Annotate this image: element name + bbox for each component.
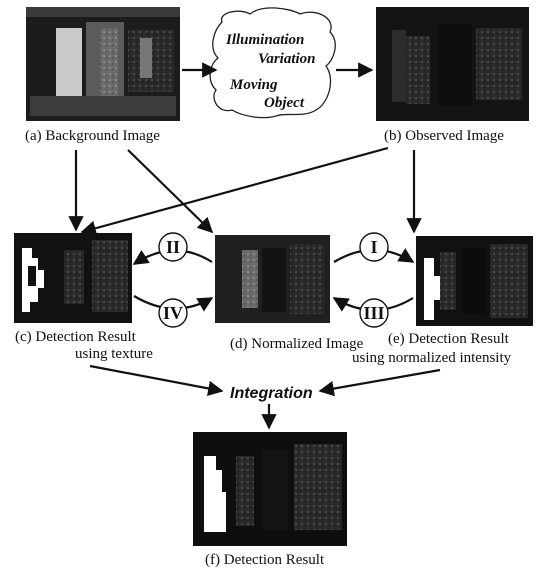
cloud-text-illumination: Illumination (225, 32, 304, 48)
illumination-cloud: Illumination Variation Moving Object (209, 7, 336, 119)
normalized-image-caption: (d) Normalized Image (230, 336, 364, 352)
svg-text:IV: IV (163, 303, 183, 323)
svg-text:I: I (370, 237, 377, 257)
cloud-text-variation: Variation (258, 51, 316, 67)
background-image-panel (26, 7, 180, 121)
intensity-detection-panel (416, 236, 533, 326)
observed-image-panel (376, 7, 529, 121)
normalized-image-panel (215, 235, 330, 323)
background-image-caption: (a) Background Image (25, 128, 160, 144)
final-detection-panel (193, 432, 347, 546)
arrow-intensity-to-integration (318, 368, 441, 397)
texture-detection-panel (14, 233, 132, 323)
step-marker-four: IV (158, 298, 188, 328)
svg-text:II: II (166, 237, 180, 257)
arrow-texture-to-integration (89, 364, 224, 396)
intensity-detection-caption-1: (e) Detection Result (388, 331, 510, 347)
final-detection-caption: (f) Detection Result (205, 552, 325, 568)
step-marker-three: III (359, 298, 389, 328)
texture-detection-caption-2: using texture (75, 346, 153, 362)
arrow-background-to-normalized (127, 149, 214, 234)
step-marker-one: I (359, 232, 389, 262)
intensity-detection-caption-2: using normalized intensity (352, 350, 512, 366)
step-marker-two: II (158, 232, 188, 262)
integration-label: Integration (230, 385, 313, 402)
texture-detection-caption-1: (c) Detection Result (15, 329, 137, 345)
observed-image-caption: (b) Observed Image (384, 128, 504, 144)
cloud-text-object: Object (264, 95, 305, 111)
svg-text:III: III (363, 303, 384, 323)
cloud-text-moving: Moving (229, 77, 278, 93)
arrow-observed-to-texture (80, 146, 389, 236)
step-markers: II IV I III (158, 232, 389, 328)
